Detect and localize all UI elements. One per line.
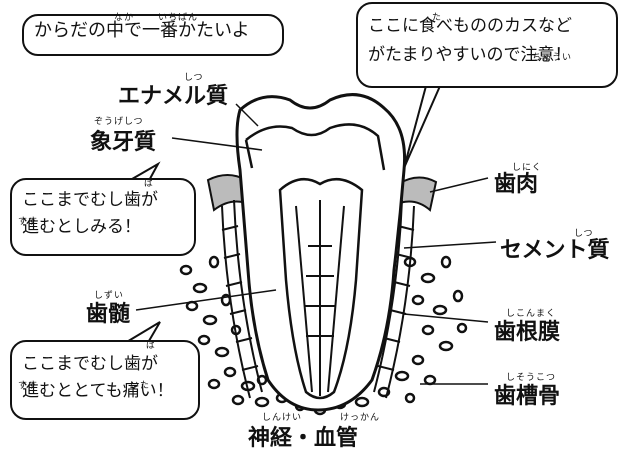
label-alveolar-bone: 歯槽骨 xyxy=(494,378,560,410)
bubble-text-line1: ここまでむし歯が xyxy=(22,354,188,375)
bubble-text: からだの中で一番かたいよ xyxy=(34,20,250,41)
reading-susu-1: すす xyxy=(18,214,38,227)
label-enamel: エナメル質 xyxy=(118,78,228,110)
speech-bubble-pulp-caries: ここまでむし歯が 進むととても痛い！ xyxy=(10,340,200,420)
reading-ba-2: ば xyxy=(146,338,156,351)
speech-bubble-enamel-hardest: からだの中で一番かたいよ xyxy=(22,14,284,56)
bubble-text-line1: ここまでむし歯が xyxy=(22,190,184,211)
reading-susu-2: すす xyxy=(18,378,38,391)
reading-ita: いた xyxy=(130,378,150,391)
label-gum: 歯肉 xyxy=(494,166,538,198)
reading-ta: た xyxy=(432,10,442,23)
reading-naka: なか xyxy=(114,10,134,23)
bubble-text-line1: ここに食べもののカスなど xyxy=(368,16,606,37)
reading-chuui: ちゅうい xyxy=(532,50,572,63)
speech-bubble-food-debris-warning: ここに食べもののカスなど がたまりやすいので注意！ xyxy=(356,2,618,88)
label-pulp: 歯髄 xyxy=(86,296,130,328)
reading-ba-1: ば xyxy=(144,176,154,189)
label-cementum: セメント質 xyxy=(500,232,610,264)
label-periodontal-ligament: 歯根膜 xyxy=(494,314,560,346)
label-dentin: 象牙質 xyxy=(90,124,156,156)
bubble-text-line2: 進むとしみる！ xyxy=(22,217,184,238)
reading-ichiban: いちばん xyxy=(158,10,198,23)
label-nerves-vessels: 神経・血管 xyxy=(248,420,358,452)
bubble-text-line2: 進むととても痛い！ xyxy=(22,381,188,402)
